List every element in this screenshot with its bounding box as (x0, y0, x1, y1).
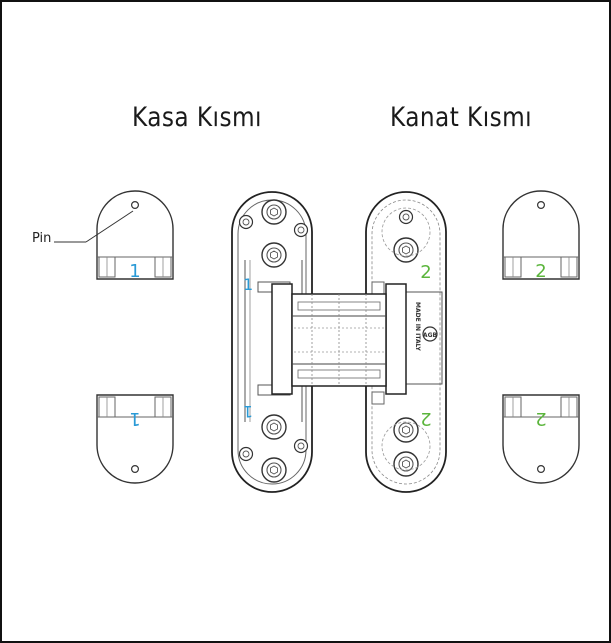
frame-body-number-bottom: 1 (243, 402, 253, 421)
frame-body-number-top: 1 (243, 275, 253, 294)
leaf-body-number-top: 2 (420, 262, 431, 283)
cap-top-number: 1 (129, 261, 140, 282)
made-in-italy-text: MADE IN ITALY (414, 302, 421, 352)
frame-side-title: Kasa Kısmı (132, 102, 262, 133)
hinge-linkage (271, 283, 407, 395)
leaf-body-number-bottom: 2 (420, 408, 431, 429)
leaf-cap-top-number: 2 (535, 261, 546, 282)
brand-logo: AGB (423, 332, 438, 339)
leaf-side-title: Kanat Kısmı (390, 102, 533, 133)
cap-bottom-number: 1 (129, 408, 140, 429)
pin-label: Pin (32, 231, 51, 246)
pin-callout: Pin (32, 210, 134, 246)
leaf-cap-bottom-number: 2 (535, 408, 546, 429)
